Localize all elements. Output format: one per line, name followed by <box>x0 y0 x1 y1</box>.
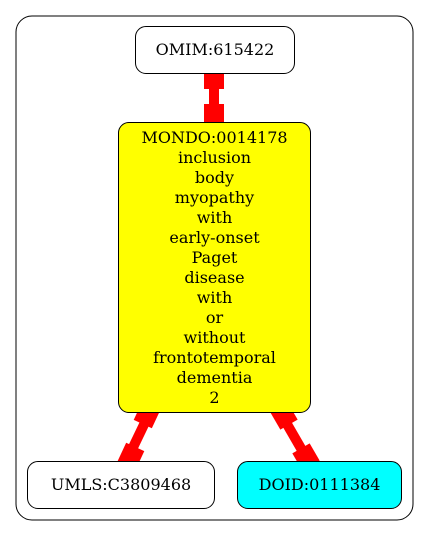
node-umls[interactable]: UMLS:C3809468 <box>27 461 215 509</box>
node-doid-label: DOID:0111384 <box>258 475 381 494</box>
mondo-line-11: without <box>183 327 246 347</box>
mondo-line-10: or <box>205 307 224 327</box>
mondo-line-13: dementia <box>176 367 253 387</box>
mondo-line-2: inclusion <box>177 147 252 167</box>
edge-omim-mondo <box>204 69 224 124</box>
node-doid[interactable]: DOID:0111384 <box>237 461 402 509</box>
mondo-line-9: with <box>196 287 233 307</box>
node-mondo[interactable]: MONDO:0014178 inclusion body myopathy wi… <box>118 122 311 413</box>
cluster-border <box>15 15 414 521</box>
mondo-line-5: with <box>196 207 233 227</box>
mondo-line-6: early-onset <box>169 227 260 247</box>
node-umls-label: UMLS:C3809468 <box>50 475 192 494</box>
node-omim[interactable]: OMIM:615422 <box>135 26 295 74</box>
mondo-line-7: Paget <box>191 247 238 267</box>
mondo-line-12: frontotemporal <box>153 347 276 367</box>
mondo-line-14: 2 <box>209 387 220 407</box>
mondo-line-8: disease <box>184 267 245 287</box>
mondo-line-3: body <box>194 167 235 187</box>
mondo-line-4: myopathy <box>174 187 255 207</box>
node-omim-label: OMIM:615422 <box>155 40 275 59</box>
mondo-line-1: MONDO:0014178 <box>141 127 288 147</box>
node-mondo-label: MONDO:0014178 inclusion body myopathy wi… <box>141 128 287 408</box>
